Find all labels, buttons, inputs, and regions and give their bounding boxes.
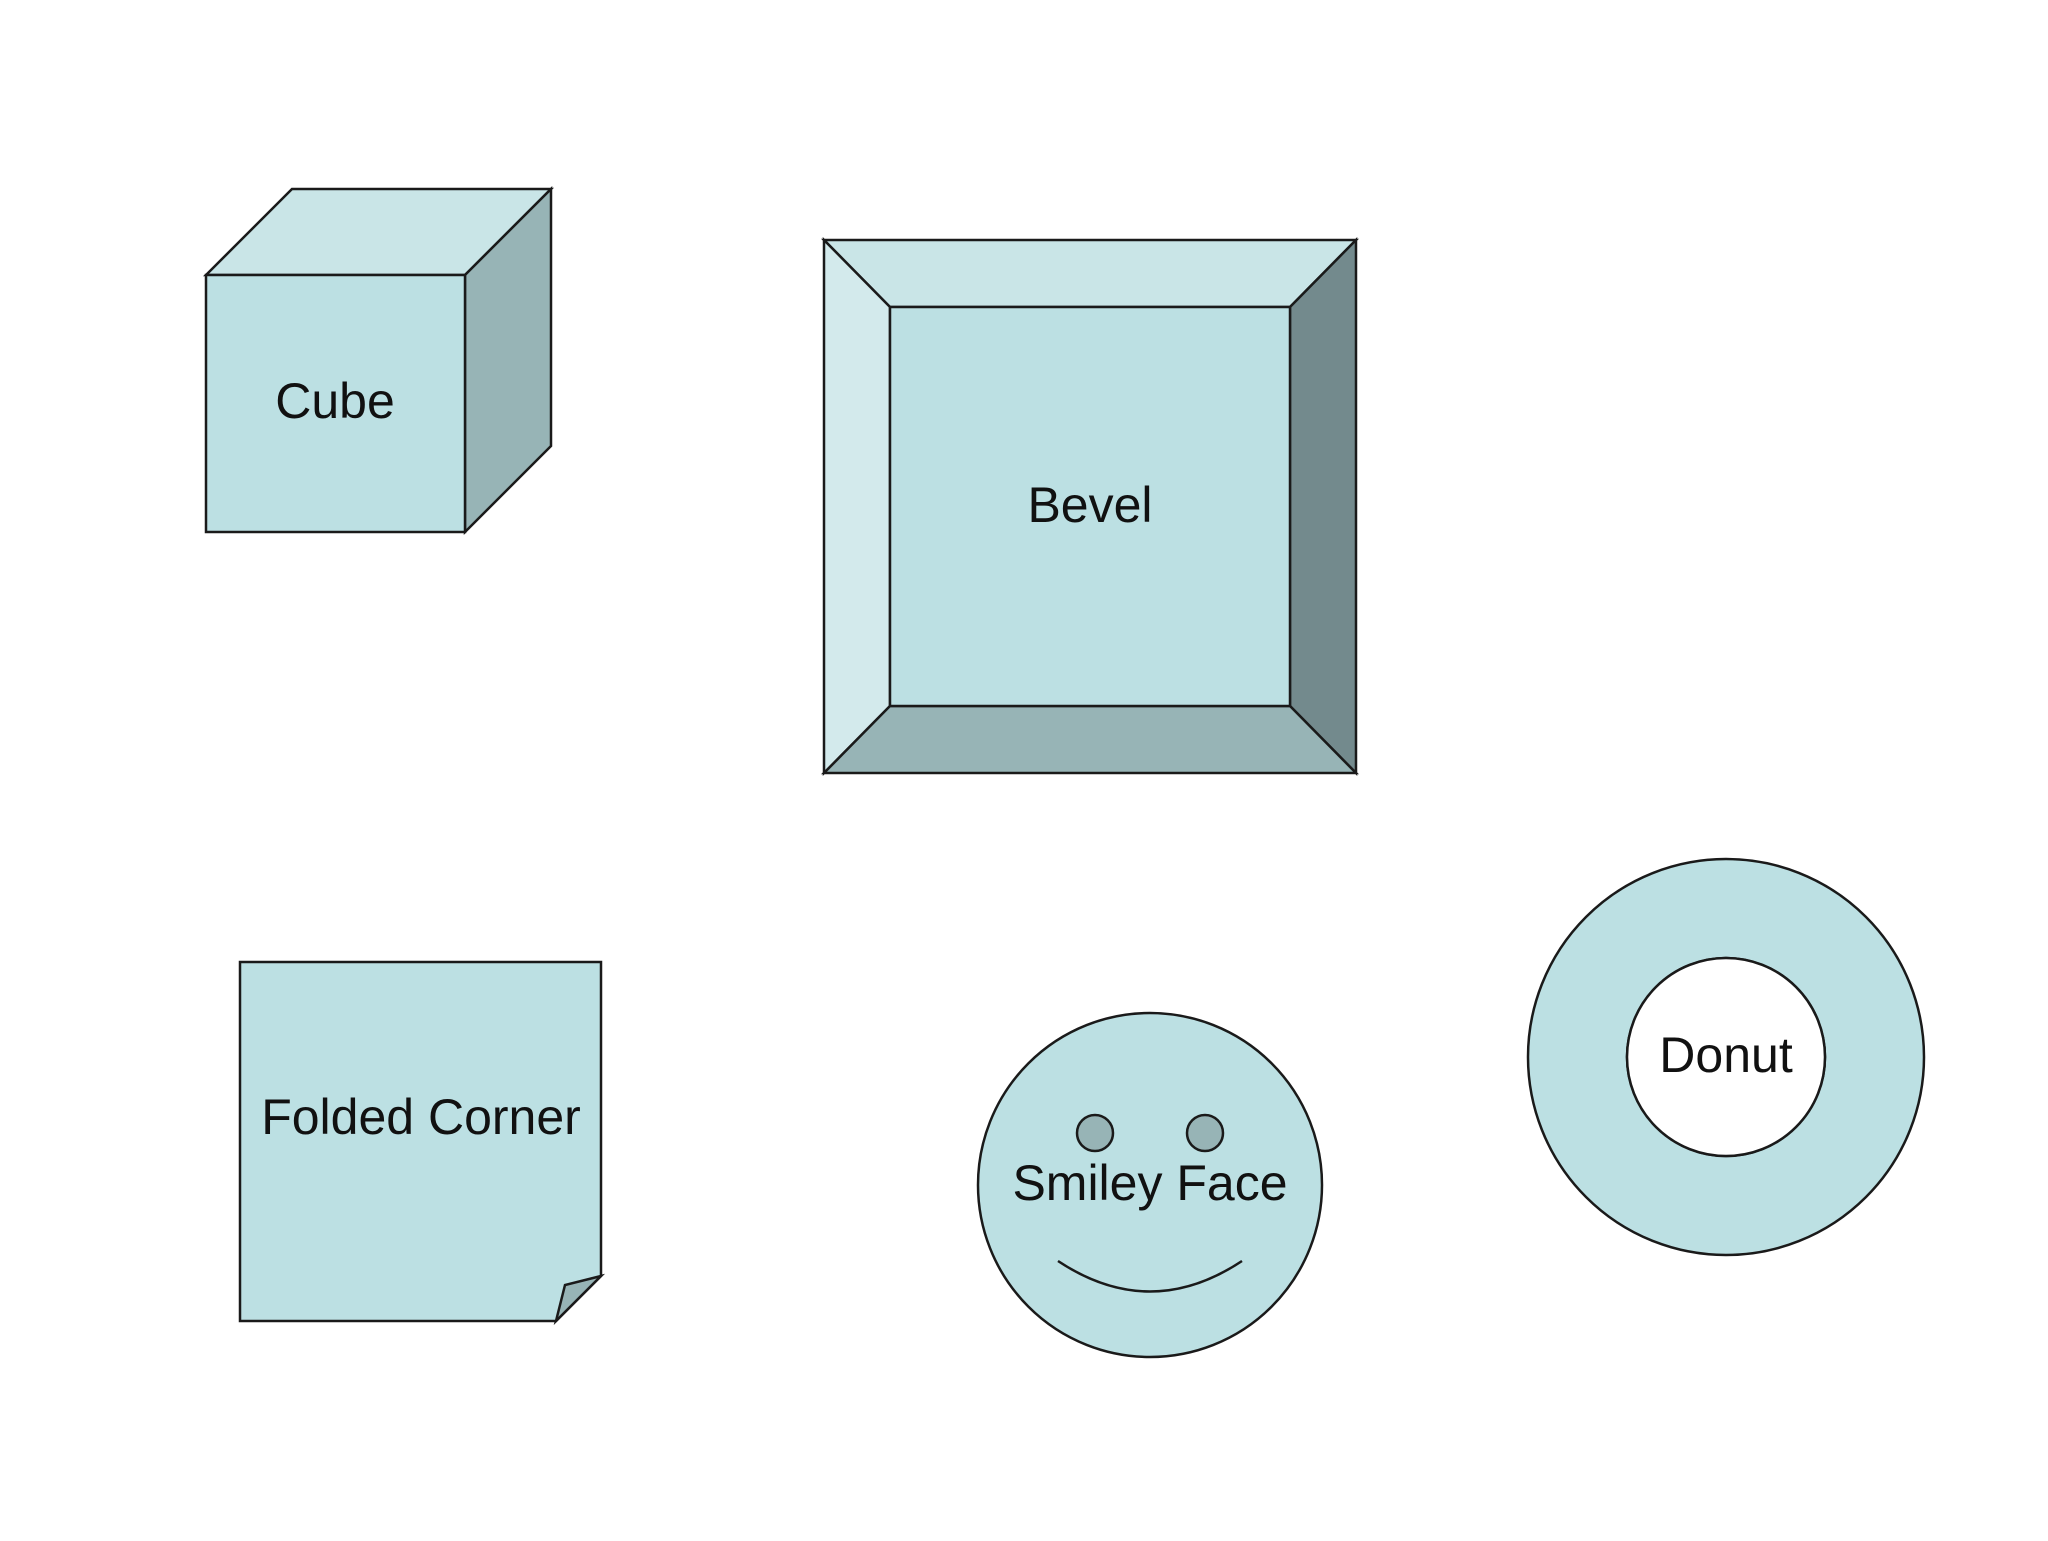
folded-corner-shape[interactable]: Folded Corner xyxy=(238,960,606,1326)
smiley-mouth xyxy=(1057,1259,1243,1293)
bevel-right-edge xyxy=(1288,236,1358,777)
folded-corner-flap xyxy=(553,1273,606,1326)
donut-label: Donut xyxy=(1659,1027,1793,1083)
cube-front-face xyxy=(204,273,467,534)
cube-shape[interactable]: Cube xyxy=(202,185,555,536)
bevel-top-edge xyxy=(821,238,1359,309)
bevel-bottom-edge xyxy=(821,704,1359,775)
smiley-left-eye xyxy=(1075,1113,1115,1153)
donut-hole xyxy=(1625,956,1827,1158)
folded-corner-label: Folded Corner xyxy=(261,1089,581,1145)
smiley-right-eye xyxy=(1185,1113,1225,1153)
bevel-left-edge xyxy=(822,236,892,777)
donut-shape[interactable]: Donut xyxy=(1526,857,1926,1257)
smiley-face-circle xyxy=(976,1011,1324,1359)
cube-label: Cube xyxy=(275,373,395,429)
bevel-shape[interactable]: Bevel xyxy=(821,236,1359,777)
bevel-center-face xyxy=(888,305,1292,708)
smiley-face-label: Smiley Face xyxy=(1012,1155,1287,1211)
smiley-face-shape[interactable]: Smiley Face xyxy=(976,1011,1324,1359)
bevel-label: Bevel xyxy=(1027,477,1152,533)
